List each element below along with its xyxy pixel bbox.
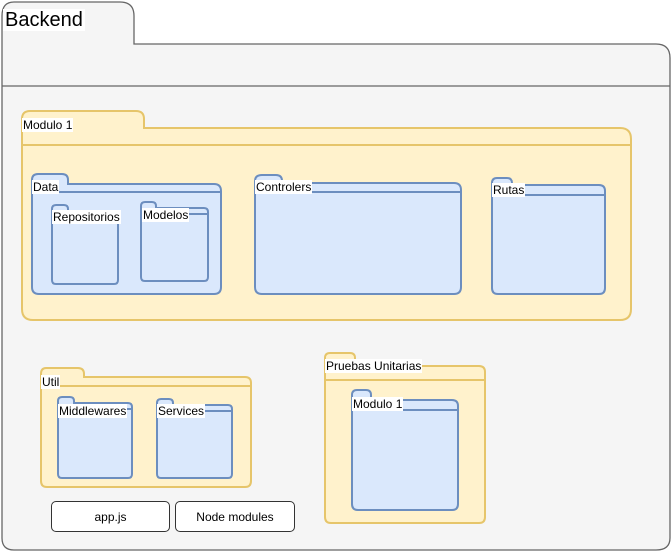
services-folder[interactable]: [156, 398, 233, 479]
appjs-file[interactable]: app.js: [51, 501, 170, 532]
repositorios-label: Repositorios: [52, 210, 121, 224]
modulo-label: Modulo 1: [22, 118, 74, 132]
data-label: Data: [32, 180, 60, 194]
backend-label: Backend: [3, 9, 85, 31]
services-label: Services: [157, 404, 206, 418]
node-modules-label: Node modules: [196, 509, 274, 524]
pruebas-label: Pruebas Unitarias: [325, 359, 423, 373]
appjs-label: app.js: [94, 509, 127, 524]
middlewares-label: Middlewares: [58, 404, 128, 418]
node-modules-file[interactable]: Node modules: [175, 501, 295, 532]
pruebas-modulo-label: Modulo 1: [352, 397, 404, 411]
controlers-label: Controlers: [255, 180, 313, 194]
modelos-label: Modelos: [142, 208, 190, 222]
rutas-label: Rutas: [492, 183, 526, 197]
util-label: Util: [41, 375, 61, 389]
